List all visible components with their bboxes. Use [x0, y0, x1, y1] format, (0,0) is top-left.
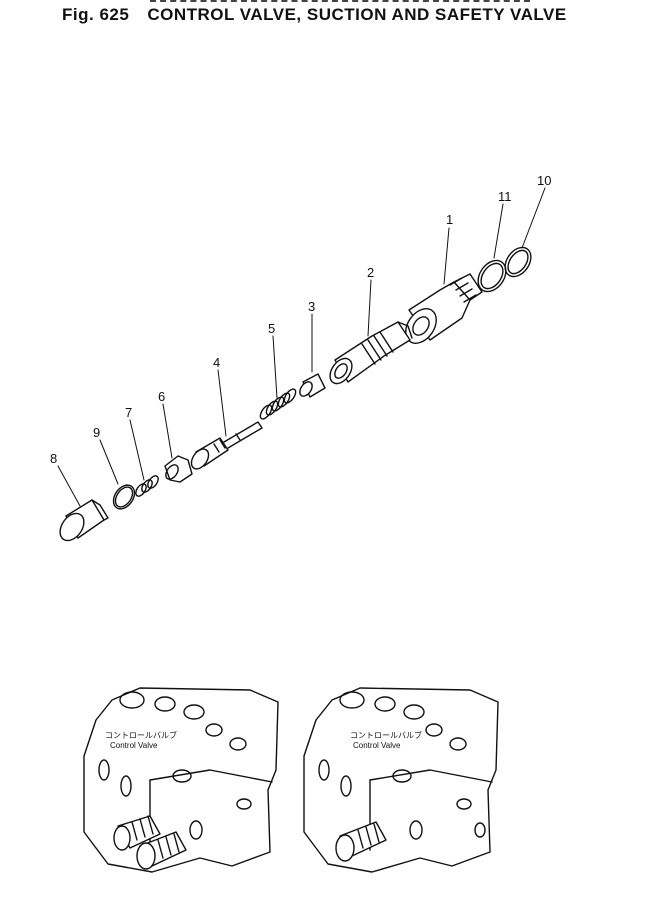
part-label-4: 4 — [213, 355, 220, 370]
part-label-5: 5 — [268, 321, 275, 336]
part-label-3: 3 — [308, 299, 315, 314]
figure-caption: CONTROL VALVE, SUCTION AND SAFETY VALVE — [147, 5, 567, 24]
cropped-header-text — [150, 0, 530, 2]
part-5-spring — [259, 388, 297, 420]
part-label-7: 7 — [125, 405, 132, 420]
part-11-backup-ring — [477, 259, 507, 293]
part-label-9: 9 — [93, 425, 100, 440]
part-6-nut — [164, 455, 193, 483]
assembly-labels: コントロールバルブ Control Valve コントロールバルブ Contro… — [105, 730, 422, 750]
part-2-valve-sleeve — [329, 321, 413, 385]
assembly-right-en-label: Control Valve — [353, 741, 401, 750]
part-labels: 10 11 1 2 3 5 4 6 7 9 8 — [50, 173, 551, 466]
part-label-8: 8 — [50, 451, 57, 466]
part-1-valve-housing — [405, 273, 483, 344]
figure-number: Fig. 625 — [62, 5, 130, 24]
figure-title: Fig. 625 CONTROL VALVE, SUCTION AND SAFET… — [62, 5, 567, 25]
control-valve-assembly-right — [303, 687, 499, 873]
assembly-right-jp-label: コントロールバルブ — [350, 730, 422, 740]
leader-lines — [57, 187, 546, 507]
part-7-spring — [135, 475, 159, 497]
part-label-10: 10 — [537, 173, 551, 188]
part-9-o-ring — [112, 484, 136, 510]
part-label-11: 11 — [498, 189, 512, 204]
part-3-poppet — [299, 373, 326, 398]
part-8-plug — [59, 499, 109, 542]
assembly-left-jp-label: コントロールバルブ — [105, 730, 177, 740]
part-label-6: 6 — [158, 389, 165, 404]
part-4-piston — [190, 421, 263, 470]
control-valve-assembly-left — [83, 687, 279, 873]
part-label-2: 2 — [367, 265, 374, 280]
part-10-o-ring — [504, 246, 532, 278]
part-label-1: 1 — [446, 212, 453, 227]
assembly-left-en-label: Control Valve — [110, 741, 158, 750]
